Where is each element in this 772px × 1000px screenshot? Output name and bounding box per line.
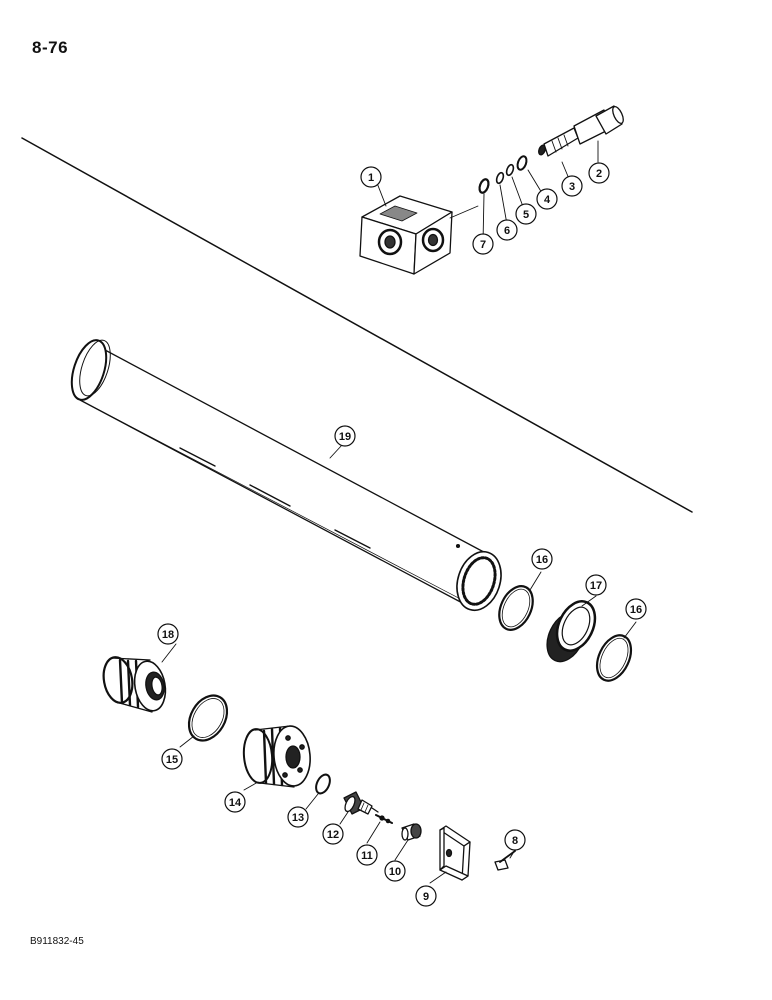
callout-15: 15 <box>161 748 183 770</box>
piston-head-18-drawing <box>102 656 167 713</box>
callout-circle <box>157 623 179 645</box>
callout-label: 11 <box>361 850 373 862</box>
callout-circle <box>515 203 537 225</box>
callout-circle <box>384 860 406 882</box>
callout-19: 19 <box>334 425 356 447</box>
callout-9: 9 <box>415 885 437 907</box>
callout-8: 8 <box>504 829 526 851</box>
o-ring-5-drawing <box>505 163 515 177</box>
callout-label: 6 <box>504 225 510 237</box>
callout-circle <box>625 598 647 620</box>
callout-circle <box>531 548 553 570</box>
callout-circle <box>334 425 356 447</box>
callout-label: 7 <box>480 239 486 251</box>
callout-5: 5 <box>515 203 537 225</box>
callout-label: 8 <box>512 835 518 847</box>
callout-label: 19 <box>339 431 351 443</box>
valve-block-drawing <box>359 195 479 275</box>
callout-13: 13 <box>287 806 309 828</box>
callout-label: 15 <box>166 754 178 766</box>
callout-circle <box>504 829 526 851</box>
o-ring-7-drawing <box>478 178 490 194</box>
piston-14-drawing <box>242 725 311 788</box>
callout-circle <box>472 233 494 255</box>
relief-valve-cartridge-drawing <box>538 105 624 157</box>
seal-17-drawing <box>546 600 597 663</box>
callout-circle <box>561 175 583 197</box>
callout-label: 17 <box>590 580 602 592</box>
callout-4: 4 <box>536 188 558 210</box>
callout-label: 2 <box>596 168 602 180</box>
callout-7: 7 <box>472 233 494 255</box>
callout-label: 12 <box>327 829 339 841</box>
callout-label: 16 <box>536 554 548 566</box>
backup-ring-6-drawing <box>495 171 505 185</box>
callout-circle <box>585 574 607 596</box>
callout-16-2: 16 <box>625 598 647 620</box>
cylinder-tube-drawing <box>70 339 502 612</box>
callout-circle <box>496 219 518 241</box>
valve-core-11-drawing <box>375 814 393 824</box>
callout-label: 1 <box>368 172 374 184</box>
callout-label: 9 <box>423 891 429 903</box>
figure-id: B911832-45 <box>30 936 84 947</box>
section-divider-line <box>21 137 693 513</box>
callout-1: 1 <box>360 166 382 188</box>
callout-3: 3 <box>561 175 583 197</box>
callout-circle <box>161 748 183 770</box>
callout-circle <box>536 188 558 210</box>
callout-label: 18 <box>162 629 174 641</box>
backup-ring-16-b-drawing <box>595 634 633 682</box>
callout-circle <box>287 806 309 828</box>
callout-6: 6 <box>496 219 518 241</box>
callout-10: 10 <box>384 860 406 882</box>
fitting-12-drawing <box>343 791 379 815</box>
callout-circle <box>360 166 382 188</box>
seal-ring-15-drawing <box>187 694 229 742</box>
backup-ring-4-drawing <box>516 155 528 171</box>
backup-ring-16-a-drawing <box>498 585 534 631</box>
callout-label: 10 <box>389 866 401 878</box>
callout-circle <box>224 791 246 813</box>
callout-label: 3 <box>569 181 575 193</box>
cap-10-drawing <box>401 823 422 841</box>
callout-circle <box>415 885 437 907</box>
callout-18: 18 <box>157 623 179 645</box>
callout-circle <box>588 162 610 184</box>
callout-12: 12 <box>322 823 344 845</box>
callout-label: 5 <box>523 209 529 221</box>
bolt-8-drawing <box>494 850 516 871</box>
callout-label: 16 <box>630 604 642 616</box>
o-ring-13-drawing <box>315 773 331 795</box>
callout-14: 14 <box>224 791 246 813</box>
callout-2: 2 <box>588 162 610 184</box>
callout-16-1: 16 <box>531 548 553 570</box>
callout-11: 11 <box>356 844 378 866</box>
callout-label: 14 <box>229 797 242 809</box>
callout-17: 17 <box>585 574 607 596</box>
page-number: 8-76 <box>32 38 69 57</box>
callout-circle <box>322 823 344 845</box>
callout-circle <box>356 844 378 866</box>
bracket-9-drawing <box>439 825 471 881</box>
callout-label: 4 <box>544 194 551 206</box>
callout-label: 13 <box>292 812 304 824</box>
